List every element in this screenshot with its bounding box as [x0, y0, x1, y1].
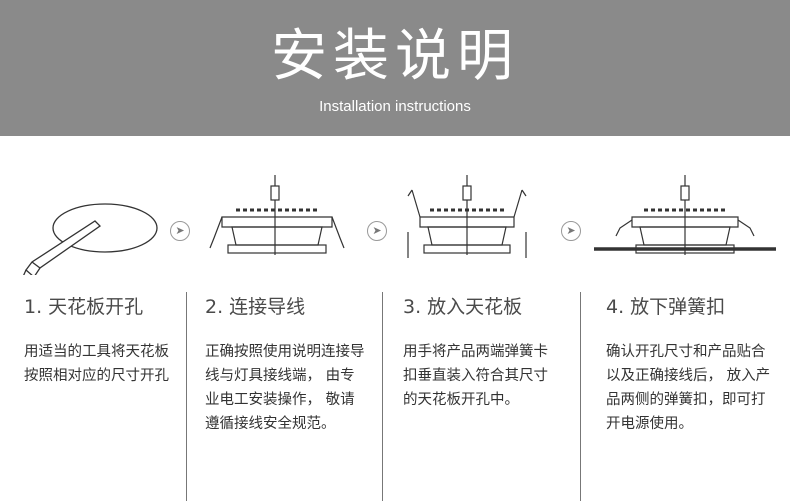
- installation-illustrations: [23, 175, 776, 275]
- header-banner: 安装说明 Installation instructions: [0, 0, 790, 136]
- chevron-right-icon: ➤: [372, 224, 382, 237]
- step-arrow-2: ➤: [367, 221, 387, 241]
- step-title: 4. 放下弹簧扣: [606, 296, 726, 318]
- page-subtitle: Installation instructions: [319, 98, 471, 115]
- step3-insert-ceiling-illustration: [407, 175, 527, 258]
- step-column-3: 3. 放入天花板 用手将产品两端弹簧卡扣垂直装入符合其尺寸的天花板开孔中。: [403, 292, 557, 501]
- step-description: 确认开孔尺寸和产品贴合以及正确接线后， 放入产品两侧的弹簧扣，即可打开电源使用。: [606, 344, 771, 432]
- step-divider: [580, 292, 581, 501]
- step-title: 2. 连接导线: [205, 296, 306, 318]
- step-column-1: 1. 天花板开孔 用适当的工具将天花板按照相对应的尺寸开孔: [24, 292, 178, 501]
- page-title: 安装说明: [271, 24, 519, 89]
- chevron-right-icon: ➤: [566, 224, 576, 237]
- step2-connect-wires-illustration: [209, 175, 345, 255]
- step-divider: [186, 292, 187, 501]
- chevron-right-icon: ➤: [175, 224, 185, 237]
- step1-drill-hole-illustration: [23, 203, 158, 275]
- step-description: 用手将产品两端弹簧卡扣垂直装入符合其尺寸的天花板开孔中。: [403, 344, 548, 408]
- step-column-4: 4. 放下弹簧扣 确认开孔尺寸和产品贴合以及正确接线后， 放入产品两侧的弹簧扣，…: [606, 292, 772, 501]
- step-column-2: 2. 连接导线 正确按照使用说明连接导线与灯具接线端， 由专业电工安装操作， 敬…: [205, 292, 367, 501]
- step-arrow-1: ➤: [170, 221, 190, 241]
- step-divider: [382, 292, 383, 501]
- step-arrow-3: ➤: [561, 221, 581, 241]
- step-description: 正确按照使用说明连接导线与灯具接线端， 由专业电工安装操作， 敬请遵循接线安全规…: [205, 344, 365, 432]
- step4-release-springs-illustration: [594, 175, 776, 255]
- step-description: 用适当的工具将天花板按照相对应的尺寸开孔: [24, 344, 169, 384]
- step-title: 3. 放入天花板: [403, 296, 523, 318]
- step-title: 1. 天花板开孔: [24, 296, 144, 318]
